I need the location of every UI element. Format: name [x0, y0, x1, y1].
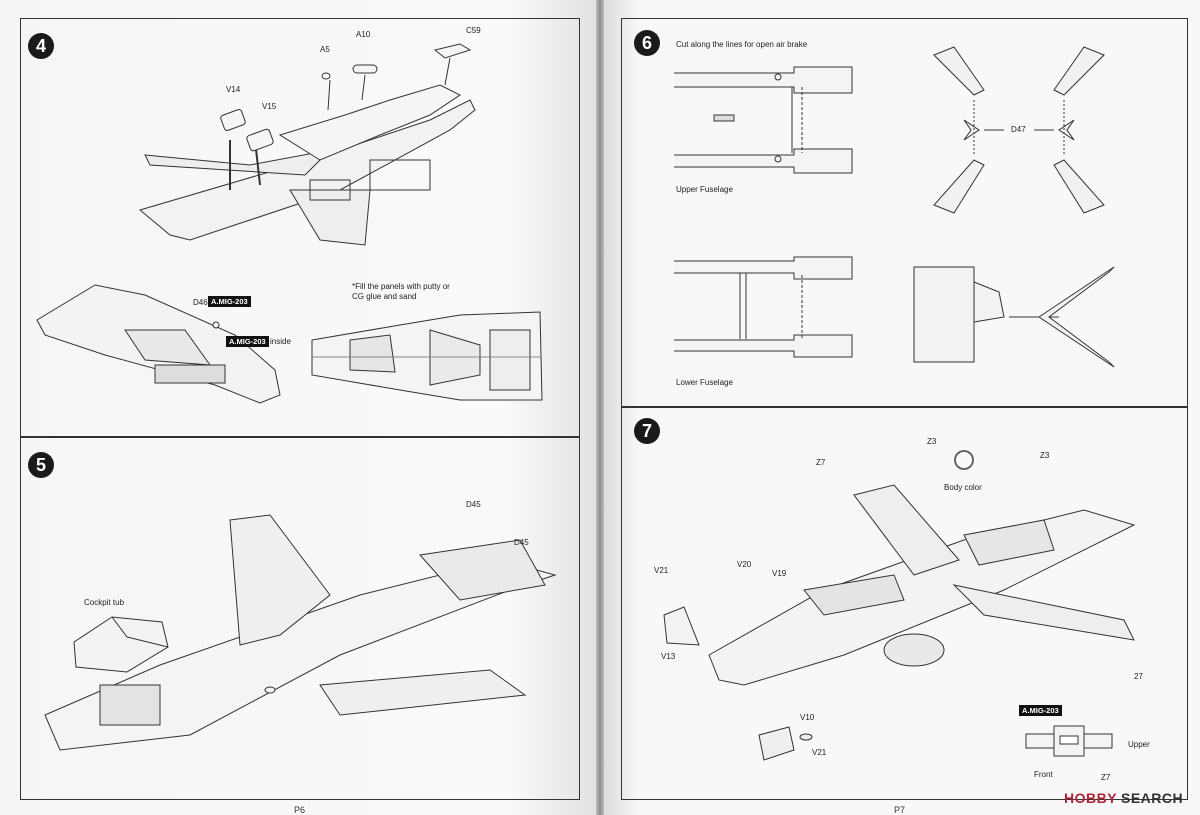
book-gutter: [596, 0, 604, 815]
step5-badge: 5: [28, 452, 54, 478]
air-brake-open-drawing: [913, 266, 1115, 368]
part-label-v13: V13: [661, 652, 676, 661]
step6-frame: [621, 18, 1188, 408]
part-label-v15: V15: [262, 102, 277, 111]
cockpit-tub-label: Cockpit tub: [84, 598, 125, 607]
right-page: 6 Cut along the lines for open air brake…: [604, 0, 1200, 815]
part-label-z3-b: Z3: [1040, 451, 1050, 460]
part-label-v14: V14: [226, 85, 241, 94]
step4-cockpit-side-drawing: [36, 284, 281, 404]
part-label-a10: A10: [356, 30, 371, 39]
part-label-d45-b: D45: [514, 538, 529, 547]
part-label-d46: D46: [193, 298, 208, 307]
body-color-label: Body color: [944, 483, 982, 492]
upper-fuselage-label: Upper Fuselage: [676, 185, 733, 194]
part-label-c59: C59: [466, 26, 481, 35]
step4-badge: 4: [28, 33, 54, 59]
decal-tag-step4-inside: A.MIG-203: [226, 336, 269, 347]
decal-placement-drawing: [1025, 725, 1113, 757]
z3-body-color-part: [954, 450, 974, 470]
part-label-d47: D47: [1011, 125, 1026, 134]
front-direction-label: Front: [1034, 770, 1053, 779]
part-label-z7-b: Z7: [1101, 773, 1111, 782]
cut-instruction: Cut along the lines for open air brake: [676, 40, 808, 49]
right-page-number: P7: [894, 805, 906, 815]
part-label-v21-a: V21: [654, 566, 669, 575]
v13-canopy-part: [663, 606, 700, 646]
part-label-z3-a: Z3: [927, 437, 937, 446]
watermark-brand: HOBBY: [1064, 790, 1118, 806]
lower-fuselage-label: Lower Fuselage: [676, 378, 733, 387]
upper-fuselage-drawing: [674, 66, 853, 174]
step4-top-view-drawing: [311, 311, 543, 401]
v10-part: [758, 726, 813, 761]
putty-note: *Fill the panels with putty or CG glue a…: [352, 282, 450, 301]
decal-tag-step4: A.MIG-203: [208, 296, 251, 307]
step4-frame: [20, 18, 580, 438]
part-label-a5: A5: [320, 45, 330, 54]
decal-tag-step7: A.MIG-203: [1019, 705, 1062, 716]
part-label-27: 27: [1134, 672, 1143, 681]
part-label-z7-a: Z7: [816, 458, 826, 467]
part-label-v19: V19: [772, 569, 787, 578]
lower-fuselage-drawing: [674, 256, 853, 358]
step7-badge: 7: [634, 418, 660, 444]
part-label-v21-b: V21: [812, 748, 827, 757]
watermark-brand2: SEARCH: [1121, 790, 1184, 806]
step4-fuselage-drawing: [138, 43, 476, 246]
step7-frame: [621, 406, 1188, 800]
left-page: 4 A5 A10 C59 V14 V15: [0, 0, 596, 815]
air-brake-d47-drawing: [933, 46, 1105, 214]
part-label-d45-a: D45: [466, 500, 481, 509]
cockpit-tub-drawing: [73, 616, 169, 673]
step5-fuselage-drawing: [44, 514, 557, 751]
step6-badge: 6: [634, 30, 660, 56]
step5-frame: [20, 436, 580, 800]
upper-direction-label: Upper: [1128, 740, 1150, 749]
part-label-v10: V10: [800, 713, 815, 722]
watermark: HOBBY SEARCH: [1044, 790, 1194, 810]
step7-fighter-drawing: [708, 484, 1136, 686]
inside-label: inside: [270, 337, 291, 346]
left-page-number: P6: [294, 805, 306, 815]
part-label-v20: V20: [737, 560, 752, 569]
